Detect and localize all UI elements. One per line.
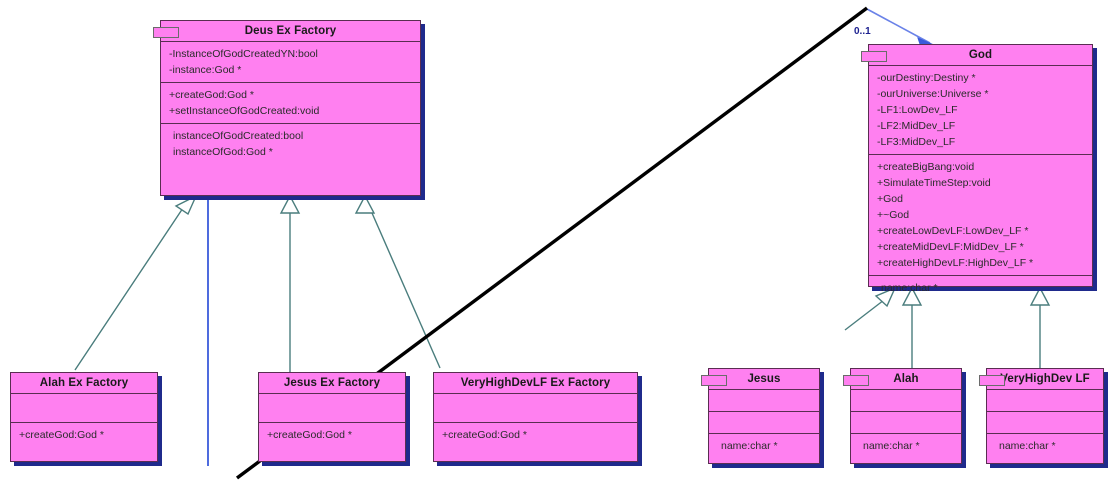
operation-item: +setInstanceOfGodCreated:void bbox=[169, 104, 320, 117]
operation-item: +SimulateTimeStep:void bbox=[877, 176, 991, 189]
operations-compartment-veryhighdev-lf bbox=[987, 411, 1103, 433]
class-box-alah[interactable]: Alah name:char * bbox=[843, 368, 962, 464]
class-box-alah-ex-factory[interactable]: Alah Ex Factory +createGod:God * bbox=[10, 372, 158, 462]
extra-item: name:char * bbox=[881, 281, 938, 294]
operation-item: +createGod:God * bbox=[169, 88, 254, 101]
generalization-veryhighdevlf-to-god bbox=[1029, 286, 1051, 368]
operations-compartment-alah-ex-factory: +createGod:God * bbox=[11, 422, 157, 447]
class-title-alah: Alah bbox=[893, 373, 919, 385]
generalization-alahexfactory-to-deusexfactory bbox=[74, 194, 198, 371]
class-title-veryhighdevlf-ex-factory: VeryHighDevLF Ex Factory bbox=[460, 377, 611, 389]
extras-compartment-veryhighdev-lf: name:char * bbox=[987, 433, 1103, 458]
operation-item: +createMidDevLF:MidDev_LF * bbox=[877, 240, 1024, 253]
attributes-compartment-jesus bbox=[709, 389, 819, 411]
class-box-deus-ex-factory[interactable]: Deus Ex Factory -InstanceOfGodCreatedYN:… bbox=[153, 20, 421, 196]
operation-item: +createGod:God * bbox=[442, 428, 527, 441]
operations-compartment-veryhighdevlf-ex-factory: +createGod:God * bbox=[434, 422, 637, 447]
class-box-god[interactable]: God -ourDestiny:Destiny * -ourUniverse:U… bbox=[861, 44, 1093, 294]
attributes-compartment-deus-ex-factory: -InstanceOfGodCreatedYN:bool -instance:G… bbox=[161, 41, 420, 82]
operation-item: +createBigBang:void bbox=[877, 160, 975, 173]
class-box-veryhighdev-lf[interactable]: VeryHighDev LF name:char * bbox=[979, 368, 1104, 464]
class-box-jesus[interactable]: Jesus name:char * bbox=[701, 368, 820, 464]
extra-item: instanceOfGodCreated:bool bbox=[173, 129, 304, 142]
operation-item: +createGod:God * bbox=[19, 428, 104, 441]
generalization-alah-to-god bbox=[901, 286, 923, 368]
extras-compartment-jesus: name:char * bbox=[709, 433, 819, 458]
operation-item: +createLowDevLF:LowDev_LF * bbox=[877, 224, 1029, 237]
operations-compartment-alah bbox=[851, 411, 961, 433]
extra-item: instanceOfGod:God * bbox=[173, 145, 273, 158]
attribute-item: -LF2:MidDev_LF bbox=[877, 119, 956, 132]
attributes-compartment-veryhighdevlf-ex-factory bbox=[434, 393, 637, 422]
extra-item: name:char * bbox=[999, 439, 1056, 452]
attribute-item: -LF3:MidDev_LF bbox=[877, 135, 956, 148]
attributes-compartment-jesus-ex-factory bbox=[259, 393, 405, 422]
extras-compartment-alah: name:char * bbox=[851, 433, 961, 458]
class-title-veryhighdev-lf: VeryHighDev LF bbox=[1000, 373, 1090, 385]
attribute-item: -ourDestiny:Destiny * bbox=[877, 71, 976, 84]
generalization-jesusexfactory-to-deusexfactory bbox=[279, 194, 301, 372]
attributes-compartment-alah-ex-factory bbox=[11, 393, 157, 422]
attribute-item: -instance:God * bbox=[169, 63, 242, 76]
operation-item: +God bbox=[877, 192, 903, 205]
class-title-deus-ex-factory: Deus Ex Factory bbox=[244, 25, 337, 37]
extras-compartment-god: name:char * bbox=[869, 275, 1092, 300]
extras-compartment-deus-ex-factory: instanceOfGodCreated:bool instanceOfGod:… bbox=[161, 123, 420, 164]
class-tab-icon bbox=[701, 375, 727, 386]
class-title-god: God bbox=[968, 49, 993, 61]
attributes-compartment-veryhighdev-lf bbox=[987, 389, 1103, 411]
attribute-item: -InstanceOfGodCreatedYN:bool bbox=[169, 47, 318, 60]
attributes-compartment-alah bbox=[851, 389, 961, 411]
operation-item: +createGod:God * bbox=[267, 428, 352, 441]
extra-item: name:char * bbox=[721, 439, 778, 452]
generalization-veryhighdevlfexfactory-to-deusexfactory bbox=[354, 194, 441, 369]
operations-compartment-jesus bbox=[709, 411, 819, 433]
operations-compartment-deus-ex-factory: +createGod:God * +setInstanceOfGodCreate… bbox=[161, 82, 420, 123]
class-box-jesus-ex-factory[interactable]: Jesus Ex Factory +createGod:God * bbox=[258, 372, 406, 462]
association-multiplicity-label: 0..1 bbox=[854, 26, 871, 37]
operations-compartment-jesus-ex-factory: +createGod:God * bbox=[259, 422, 405, 447]
class-tab-icon bbox=[861, 51, 887, 62]
class-tab-icon bbox=[979, 375, 1005, 386]
operation-item: +~God bbox=[877, 208, 910, 221]
operation-item: +createHighDevLF:HighDev_LF * bbox=[877, 256, 1034, 269]
class-box-veryhighdevlf-ex-factory[interactable]: VeryHighDevLF Ex Factory +createGod:God … bbox=[433, 372, 638, 462]
class-title-alah-ex-factory: Alah Ex Factory bbox=[39, 377, 129, 389]
attribute-item: -ourUniverse:Universe * bbox=[877, 87, 989, 100]
class-tab-icon bbox=[843, 375, 869, 386]
class-tab-icon bbox=[153, 27, 179, 38]
extra-item: name:char * bbox=[863, 439, 920, 452]
attribute-item: -LF1:LowDev_LF bbox=[877, 103, 958, 116]
class-title-jesus-ex-factory: Jesus Ex Factory bbox=[283, 377, 381, 389]
attributes-compartment-god: -ourDestiny:Destiny * -ourUniverse:Unive… bbox=[869, 65, 1092, 154]
operations-compartment-god: +createBigBang:void +SimulateTimeStep:vo… bbox=[869, 154, 1092, 275]
